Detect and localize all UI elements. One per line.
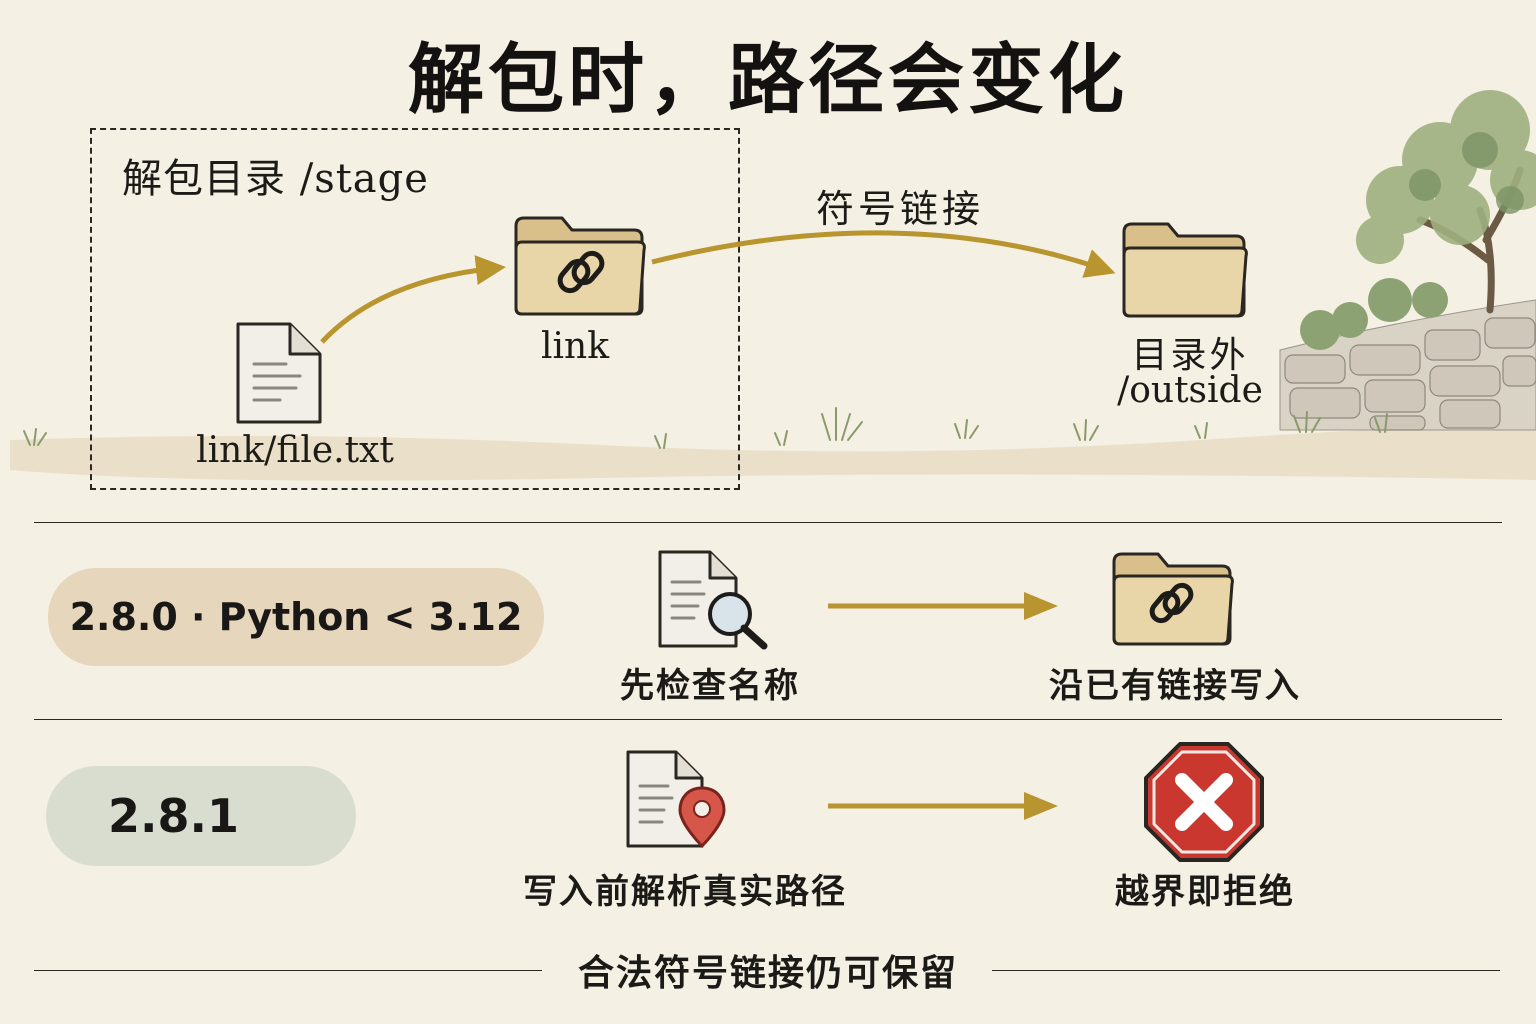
footer-note: 合法符号链接仍可保留 [577, 953, 958, 994]
text-file-icon [236, 322, 322, 424]
section-divider-top [34, 522, 1502, 523]
landscape-illustration [10, 90, 1536, 481]
file-path-label: link/file.txt [196, 430, 394, 471]
section-divider-middle [34, 719, 1502, 720]
row2-arrow [828, 792, 1058, 820]
symlink-arrows [320, 230, 1116, 344]
stage-directory-label: 解包目录 /stage [122, 156, 429, 202]
link-to-outside-arrow [651, 230, 1116, 278]
reject-out-of-bounds-label: 越界即拒绝 [1115, 872, 1295, 912]
link-folder-icon [1112, 552, 1234, 646]
footer-line-left [34, 970, 542, 971]
footer-line-right [992, 970, 1500, 971]
file-to-link-arrow [320, 255, 506, 344]
page-title: 解包时，路径会变化 [408, 35, 1128, 124]
outside-dir-label: 目录外 [1131, 335, 1249, 376]
outside-path-label: /outside [1117, 370, 1263, 411]
resolve-real-path-label: 写入前解析真实路径 [523, 872, 847, 912]
version-badge-2-8-0: 2.8.0 · Python < 3.12 [48, 568, 544, 666]
symlink-folder-icon [514, 216, 646, 316]
tree-illustration [1300, 90, 1536, 350]
document-location-icon [626, 750, 726, 849]
chain-link-icon [557, 250, 605, 294]
stone-wall-illustration [1279, 299, 1536, 431]
outside-folder-icon [1122, 222, 1248, 318]
row1-arrow [828, 592, 1058, 620]
symlink-label: 符号链接 [815, 187, 984, 231]
chain-link-icon [1149, 582, 1194, 624]
check-name-label: 先检查名称 [620, 666, 800, 706]
stop-sign-x-icon [1144, 742, 1264, 862]
stage-directory-box [90, 128, 740, 490]
link-folder-label: link [540, 326, 610, 367]
write-via-link-label: 沿已有链接写入 [1049, 666, 1301, 706]
version-badge-2-8-1: 2.8.1 [46, 766, 356, 866]
document-search-icon [658, 550, 768, 650]
